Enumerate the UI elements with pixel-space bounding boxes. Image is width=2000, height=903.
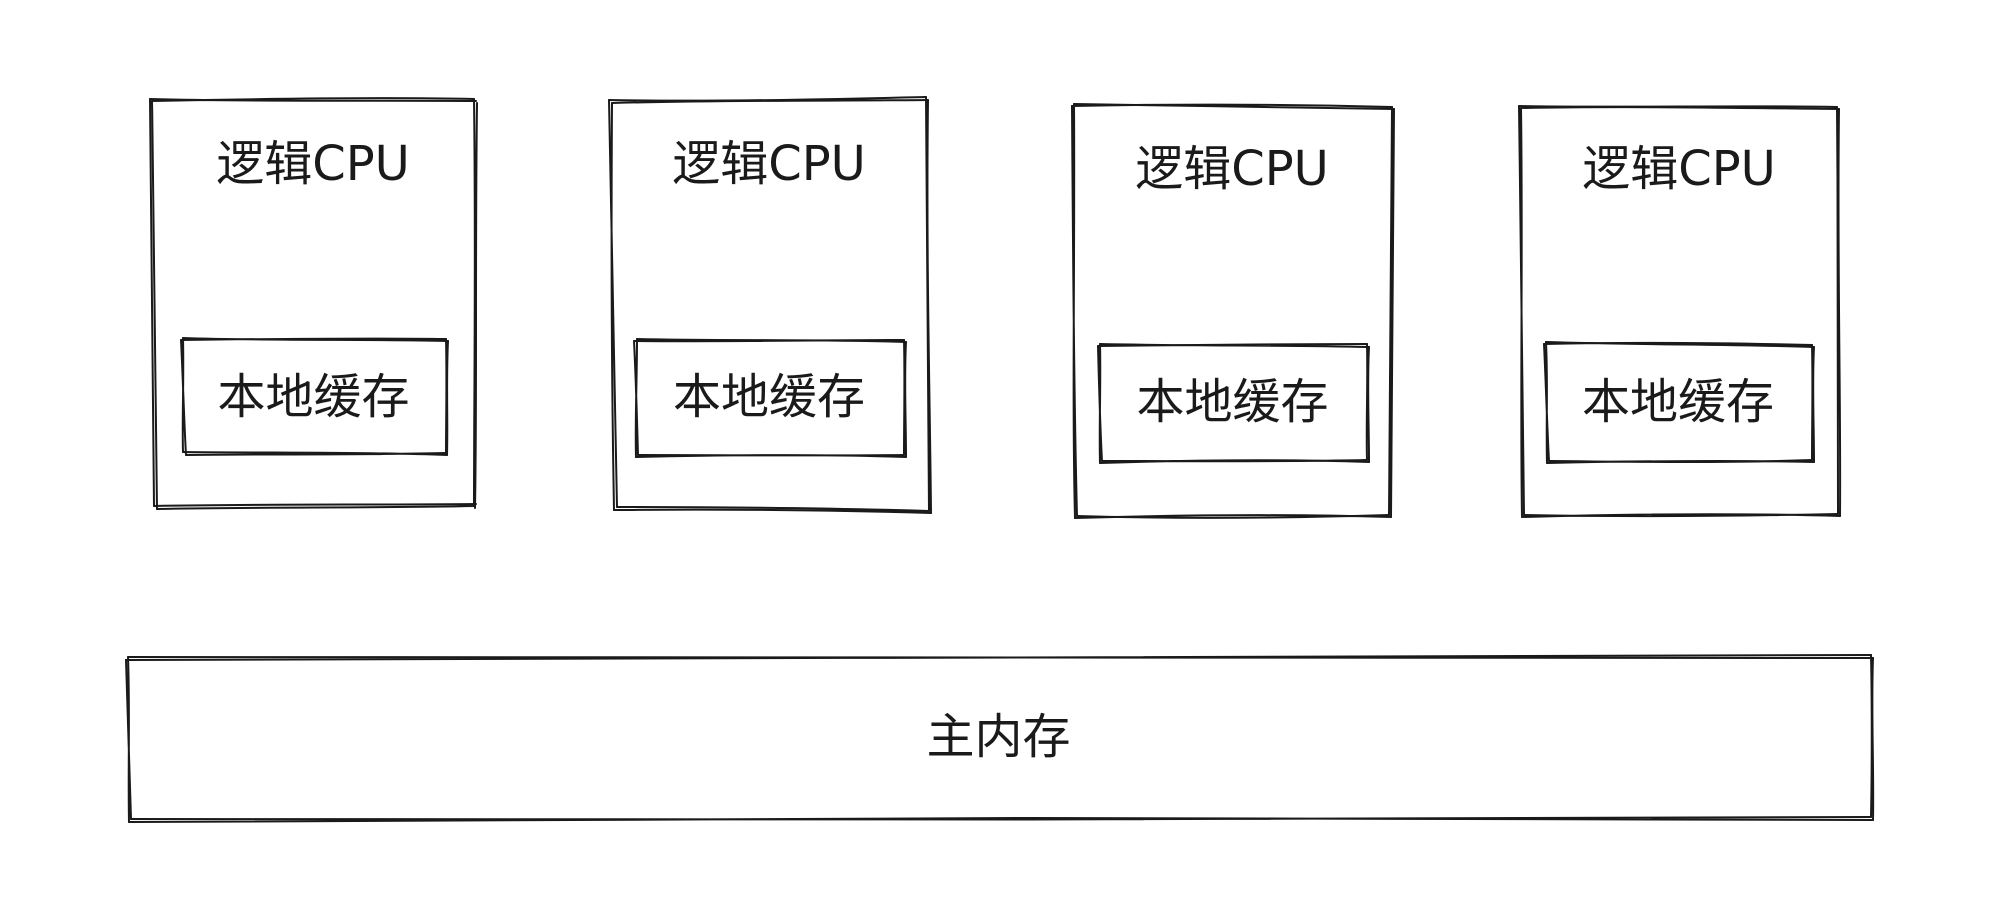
cache-box-2 <box>633 338 907 458</box>
cpu-box-1 <box>149 97 478 510</box>
cache-label-4: 本地缓存 <box>1581 374 1774 430</box>
cpu-label-3: 逻辑CPU <box>1135 141 1329 197</box>
cpu-label-2: 逻辑CPU <box>672 136 866 192</box>
cpu-box-4 <box>1518 105 1842 518</box>
cache-label-3: 本地缓存 <box>1136 374 1329 430</box>
cache-label-2: 本地缓存 <box>672 369 865 425</box>
cache-label-1: 本地缓存 <box>217 369 410 425</box>
cpu-box-3 <box>1071 103 1395 519</box>
cache-box-1 <box>180 337 449 456</box>
cpu-label-1: 逻辑CPU <box>216 136 410 192</box>
cache-box-4 <box>1543 341 1815 464</box>
cpu-box-2 <box>608 96 932 514</box>
main-memory-label: 主内存 <box>926 709 1071 765</box>
cpu-label-4: 逻辑CPU <box>1582 141 1776 197</box>
cache-box-3 <box>1097 343 1370 464</box>
